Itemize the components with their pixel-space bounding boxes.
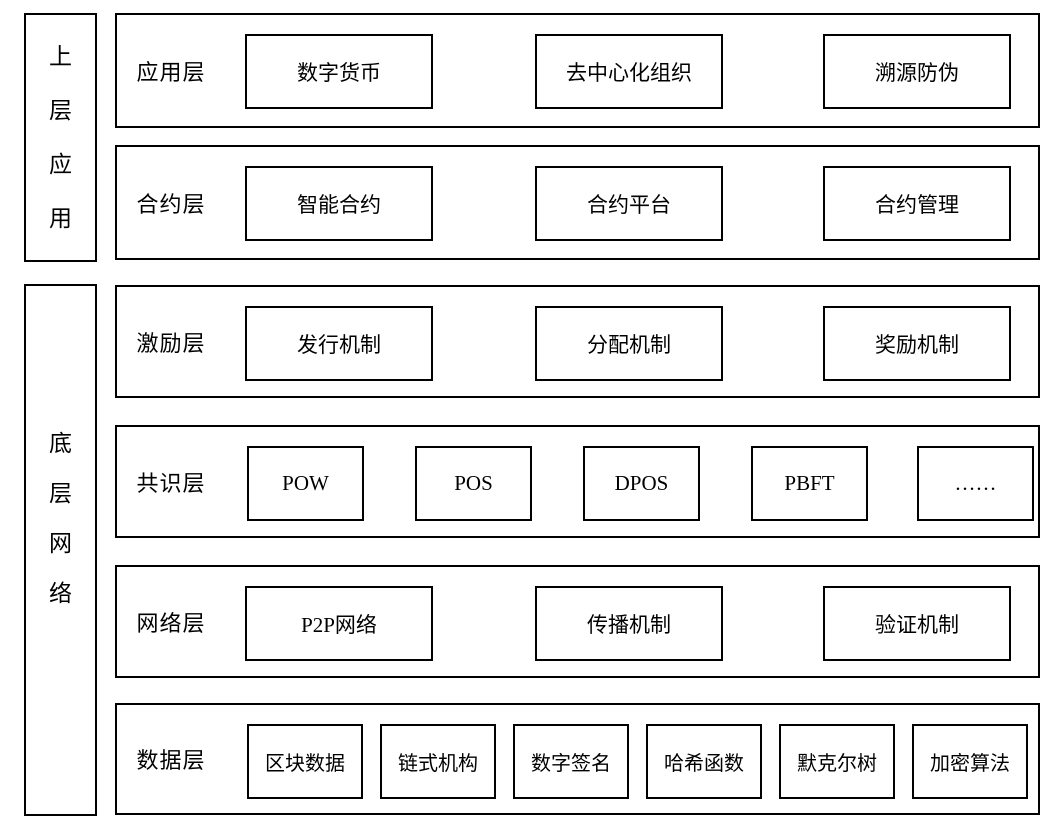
layer-item-box: 智能合约 [245,166,433,241]
layer-item-box: 数字签名 [513,724,629,799]
layer-item-box: 奖励机制 [823,306,1011,381]
layer-item-box: 溯源防伪 [823,34,1011,109]
layer-item-box: 去中心化组织 [535,34,723,109]
layer-item-box: 加密算法 [912,724,1028,799]
layer-item-box: 默克尔树 [779,724,895,799]
layer-label: 共识层 [136,470,206,496]
side-label-char: 层 [49,481,72,506]
layer-label: 数据层 [136,748,206,773]
layer-item-box: …… [917,446,1034,521]
layer-item-box: 合约平台 [535,166,723,241]
layer-label: 应用层 [136,59,206,85]
layer-label: 激励层 [136,330,206,356]
side-label-char: 络 [49,581,72,606]
side-label-char: 层 [49,97,72,123]
layer-item-box: 哈希函数 [646,724,762,799]
side-label-underlying-network: 底 层 网 络 [24,284,97,816]
layer-item-box: DPOS [583,446,700,521]
layer-row-network: 网络层 P2P网络 传播机制 验证机制 [115,565,1040,678]
side-label-upper-layer-application: 上 层 应 用 [24,13,97,262]
layer-row-application: 应用层 数字货币 去中心化组织 溯源防伪 [115,13,1040,128]
layer-label: 合约层 [136,191,206,217]
side-label-char: 网 [49,531,72,556]
layer-row-data: 数据层 区块数据 链式机构 数字签名 哈希函数 默克尔树 加密算法 [115,703,1040,815]
layer-item-box: 区块数据 [247,724,363,799]
layer-item-box: 传播机制 [535,586,723,661]
side-label-char: 底 [49,431,72,456]
layer-row-contract: 合约层 智能合约 合约平台 合约管理 [115,145,1040,260]
layer-label: 网络层 [136,610,206,636]
layer-row-incentive: 激励层 发行机制 分配机制 奖励机制 [115,285,1040,398]
layer-item-box: 数字货币 [245,34,433,109]
layer-item-box: 验证机制 [823,586,1011,661]
layer-item-box: 发行机制 [245,306,433,381]
layer-item-box: POS [415,446,532,521]
layer-item-box: POW [247,446,364,521]
side-label-char: 上 [49,43,72,69]
layer-item-box: 分配机制 [535,306,723,381]
layer-item-box: PBFT [751,446,868,521]
layer-row-consensus: 共识层 POW POS DPOS PBFT …… [115,425,1040,538]
side-label-char: 用 [49,205,72,231]
layer-item-box: 链式机构 [380,724,496,799]
layer-item-box: 合约管理 [823,166,1011,241]
layer-item-box: P2P网络 [245,586,433,661]
side-label-char: 应 [49,151,72,177]
